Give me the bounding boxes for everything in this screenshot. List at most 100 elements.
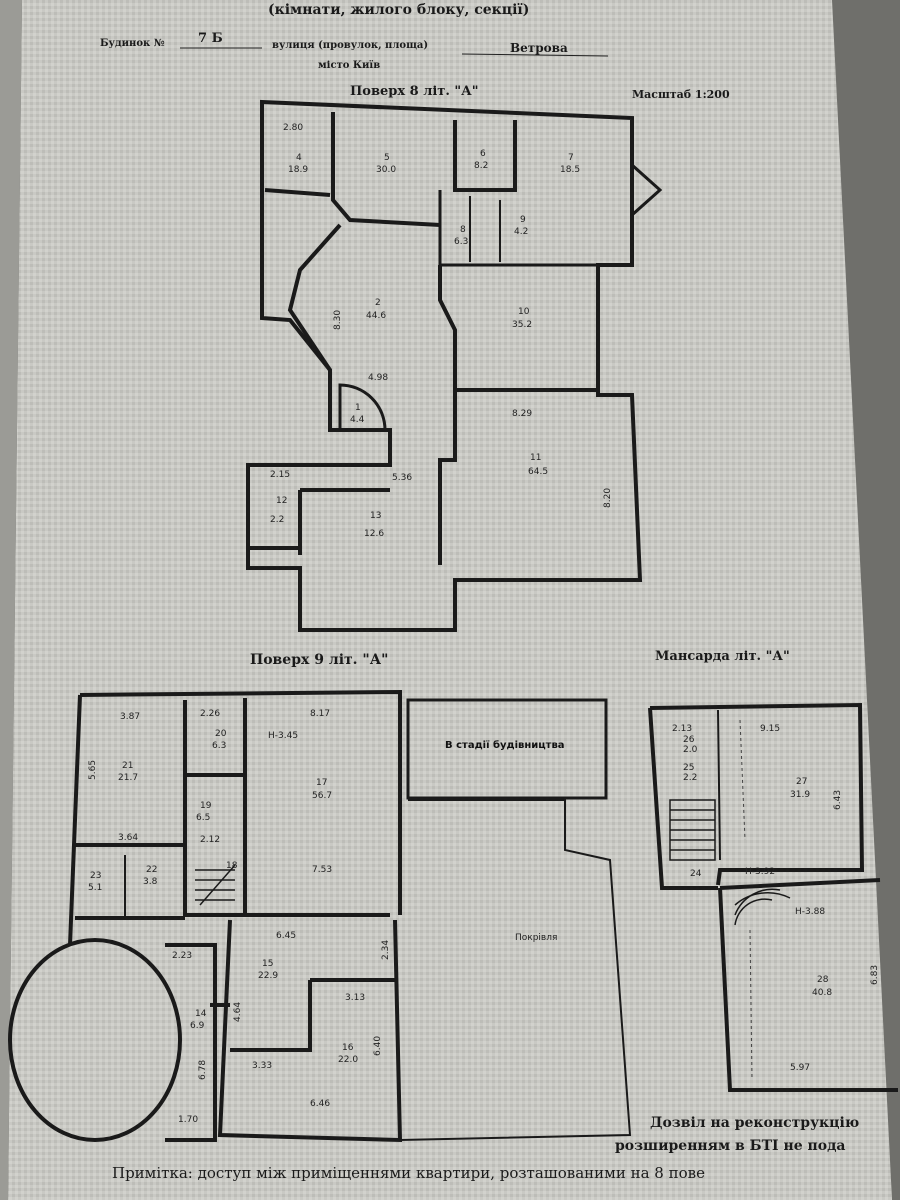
f9-dim: 6.45: [276, 931, 296, 941]
f8-dim: 2.15: [270, 470, 290, 480]
f8-room-area: 64.5: [528, 467, 548, 477]
f9-dim: 3.87: [120, 712, 140, 722]
roof-label: Покрівля: [515, 933, 557, 943]
attic-room-area: 2.2: [683, 773, 697, 783]
document-footer: Дозвіл на реконструкцію розширенням в БТ…: [112, 1115, 859, 1182]
f8-room-area: 18.9: [288, 165, 308, 175]
attic-dim: 5.97: [790, 1063, 810, 1073]
street-label: вулиця (провулок, площа): [272, 40, 428, 51]
f8-room-area: 2.2: [270, 515, 284, 525]
attic-room-no: 26: [683, 735, 695, 745]
f9-room-area: 5.1: [88, 883, 102, 893]
f8-room-area: 6.3: [454, 237, 468, 247]
f9-room-area: 6.3: [212, 741, 226, 751]
attic-plan: Мансарда літ. "А" 26 2.0 25 2.2: [648, 649, 898, 1092]
permit-line-1: Дозвіл на реконструкцію: [650, 1115, 859, 1131]
attic-title: Мансарда літ. "А": [655, 649, 790, 664]
floor9-dimensions: 3.87 2.26 8.17 5.65 3.64 2.12 7.53 6.45 …: [88, 709, 391, 1125]
f9-room-area: 22.9: [258, 971, 278, 981]
attic-room-no: 28: [817, 975, 829, 985]
f9-room-area: 3.8: [143, 877, 158, 887]
f9-room-area: 21.7: [118, 773, 138, 783]
attic-height: H-3.88: [795, 907, 825, 917]
f9-room-no: 20: [215, 729, 227, 739]
attic-stair: [669, 799, 791, 926]
attic-height: H-3.92: [745, 867, 775, 877]
attic-dim: 6.83: [870, 965, 880, 985]
f9-dim: 2.26: [200, 709, 220, 719]
f9-dim: 5.65: [88, 760, 98, 780]
f8-room-area: 35.2: [512, 320, 532, 330]
f9-room-no: 23: [90, 871, 101, 881]
city-name: місто Київ: [318, 60, 380, 71]
f9-room-no: 14: [195, 1009, 207, 1019]
f8-dim: 8.20: [603, 488, 613, 508]
attic-room-no: 24: [690, 869, 702, 879]
floor8-dimensions: 2.80 5.36 8.29 4.98 8.30 2.15 8.20: [270, 123, 613, 508]
street-name: Ветрова: [510, 41, 568, 55]
f8-room-no: 9: [520, 215, 526, 225]
f9-room-no: 19: [200, 801, 212, 811]
f8-room-no: 5: [384, 153, 390, 163]
f8-room-no: 13: [370, 511, 381, 521]
floor9-stair: [195, 864, 236, 906]
note-line-1: Примітка: доступ між приміщеннями кварти…: [112, 1164, 705, 1182]
floor8-plan: Поверх 8 літ. "А" Масштаб 1:200 4 18.: [246, 84, 730, 632]
f8-room-area: 18.5: [560, 165, 580, 175]
f8-dim: 5.36: [392, 473, 412, 483]
f9-room-no: 22: [146, 865, 157, 875]
floor9-room-labels: 21 21.7 20 6.3 17 56.7 19 6.5 18 23 5.1 …: [88, 729, 358, 1065]
floor8-title: Поверх 8 літ. "А": [350, 84, 479, 99]
f9-room-area: 56.7: [312, 791, 332, 801]
attic-room-area: 31.9: [790, 790, 810, 800]
f9-room-no: 21: [122, 761, 133, 771]
f9-dim: 6.46: [310, 1099, 330, 1109]
paper-edge-left: [0, 0, 22, 1200]
construction-block: [406, 698, 608, 800]
floor8-walls: [246, 99, 643, 632]
f9-room-no: 18: [226, 861, 238, 871]
attic-room-no: 25: [683, 763, 694, 773]
f9-room-no: 16: [342, 1043, 354, 1053]
attic-dashed-line: [739, 719, 753, 1081]
f8-room-no: 2: [375, 298, 381, 308]
f9-dim: 2.23: [172, 951, 192, 961]
building-number: 7 Б: [198, 31, 223, 46]
f8-dim: 8.29: [512, 409, 532, 419]
f8-room-no: 11: [530, 453, 541, 463]
attic-room-area: 40.8: [812, 988, 832, 998]
header-top-line: (кімнати, жилого блоку, секції): [268, 2, 529, 18]
floor8-room-labels: 4 18.9 5 30.0 6 8.2 7 18.5 8 6.3 9 4.2 2…: [270, 149, 580, 539]
f8-room-area: 8.2: [474, 161, 488, 171]
f8-room-area: 44.6: [366, 311, 386, 321]
f8-room-no: 1: [355, 403, 361, 413]
f8-dim: 8.30: [333, 310, 343, 330]
f8-room-area: 4.2: [514, 227, 528, 237]
floor8-bay: [631, 163, 663, 217]
f9-dim: 2.34: [381, 940, 391, 960]
f9-dim: 8.17: [310, 709, 330, 719]
f9-dim: 6.40: [373, 1036, 383, 1056]
f8-room-no: 6: [480, 149, 486, 159]
f9-dim: 4.64: [233, 1002, 243, 1022]
attic-room-labels: 26 2.0 25 2.2 27 31.9 24 28 40.8: [683, 735, 832, 998]
f9-room-no: 15: [262, 959, 273, 969]
attic-dim: 2.13: [672, 724, 692, 734]
f9-dim: 7.53: [312, 865, 332, 875]
f8-room-no: 12: [276, 496, 287, 506]
floor9-round-room: [8, 938, 182, 1142]
attic-dimensions: 2.13 9.15 6.43 5.97 6.83 H-3.92 H-3.88: [672, 724, 880, 1073]
floor8-door-arc: [338, 383, 387, 431]
f9-room-area: 6.9: [190, 1021, 205, 1031]
roof-outline: [399, 799, 632, 1141]
f8-room-no: 4: [296, 153, 302, 163]
f9-height: H-3.45: [268, 731, 298, 741]
f8-room-area: 12.6: [364, 529, 384, 539]
attic-dim: 6.43: [833, 790, 843, 810]
floor9-title: Поверх 9 літ. "А": [250, 652, 388, 668]
document-header: (кімнати, жилого блоку, секції) Будинок …: [100, 2, 609, 71]
floor9-plan: Поверх 9 літ. "А" В стадії будівництва П…: [8, 652, 632, 1143]
floor8-scale: Масштаб 1:200: [632, 88, 730, 101]
building-label: Будинок №: [100, 38, 165, 49]
